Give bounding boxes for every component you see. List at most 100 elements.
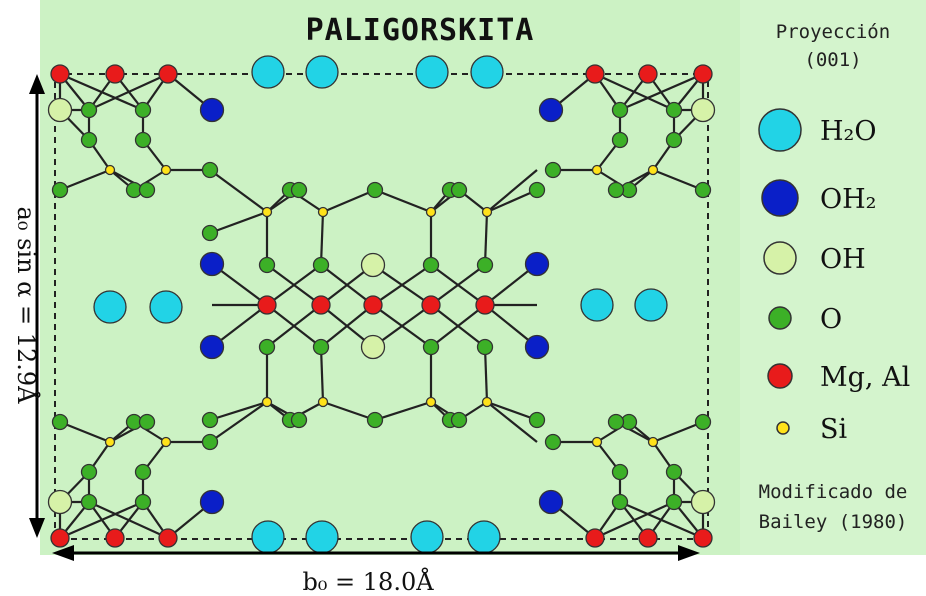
atom-o [134,463,152,481]
atom-mgal [693,528,713,548]
atom-si [647,436,659,448]
atom-oh2 [199,251,225,277]
atom-o [611,131,629,149]
atom-o [201,161,219,179]
atom-oh2 [538,97,564,123]
atom-h2o [251,55,285,89]
bond [430,264,486,306]
atom-oh [47,97,73,123]
atom-o [51,413,69,431]
atom-o [611,101,629,119]
legend-oh-swatch [763,241,797,275]
atom-h2o [149,290,183,324]
atom-mgal [585,528,605,548]
atom-si [261,396,273,408]
atom-h2o [305,55,339,89]
atom-h2o [580,288,614,322]
legend-mgal-label: Mg, Al [820,362,910,393]
atom-mgal [50,64,70,84]
atom-o [201,411,219,429]
atom-o [80,463,98,481]
legend: H₂O OH₂ OH O Mg, Al Si [758,108,910,445]
bond [594,72,675,112]
atom-o [694,413,712,431]
atom-si [317,396,329,408]
atom-mgal [585,64,605,84]
vertical-dimension: a₀ sin α = 12.9Å [12,74,45,538]
legend-o-label: O [820,304,842,335]
atom-o [80,131,98,149]
atom-o [201,224,219,242]
atom-o [450,181,468,199]
projection-label-line2: (001) [804,49,861,71]
atom-o [450,411,468,429]
atom-o [258,256,276,274]
atom-o [694,181,712,199]
bond [209,400,268,422]
bond [430,304,486,348]
atom-h2o [470,55,504,89]
atom-o [290,181,308,199]
atom-si [160,436,172,448]
arrow-down-icon [29,518,45,538]
atom-mgal [693,64,713,84]
arrow-up-icon [29,74,45,94]
legend-si-swatch [776,421,790,435]
atom-o [366,411,384,429]
atom-o [312,256,330,274]
legend-h2o-swatch [758,108,802,152]
bond [209,210,268,235]
atom-o [134,493,152,511]
atom-oh2 [199,489,225,515]
legend-h2o-label: H₂O [820,116,877,147]
legend-panel [740,0,926,555]
arrow-left-icon [52,545,74,561]
atom-si [481,206,493,218]
bond [486,400,538,422]
bond [374,188,432,214]
atom-si [591,436,603,448]
atom-o [528,411,546,429]
atom-oh2 [199,334,225,360]
bond [319,346,325,403]
atom-mgal [105,64,125,84]
atom-oh2 [199,97,225,123]
atom-o [312,338,330,356]
atom-mgal [638,64,658,84]
bond [88,72,169,112]
bond [59,500,144,540]
atom-si [317,206,329,218]
legend-o-swatch [768,306,792,330]
atom-o [665,463,683,481]
atom-o [422,338,440,356]
atom-h2o [305,520,339,554]
atom-o [138,181,156,199]
atom-o [80,493,98,511]
atom-oh2 [538,489,564,515]
atom-si [591,164,603,176]
legend-oh-label: OH [820,244,866,275]
legend-si-label: Si [820,414,847,445]
atom-oh [47,489,73,515]
atom-si [425,206,437,218]
atom-layer [47,55,716,554]
atom-mgal [363,295,383,315]
projection-label-line1: Proyección [776,21,890,43]
bond [483,346,489,403]
atom-o [611,463,629,481]
bond [619,500,704,540]
atom-o [544,433,562,451]
atom-o [80,101,98,119]
atom-h2o [634,288,668,322]
atom-si [160,164,172,176]
bond [652,168,704,192]
bond [486,188,538,214]
bond [619,72,704,112]
bond [88,500,169,540]
atom-o [51,181,69,199]
atom-o [366,181,384,199]
bond [320,264,374,306]
bond [266,264,322,306]
atom-oh [360,334,386,360]
